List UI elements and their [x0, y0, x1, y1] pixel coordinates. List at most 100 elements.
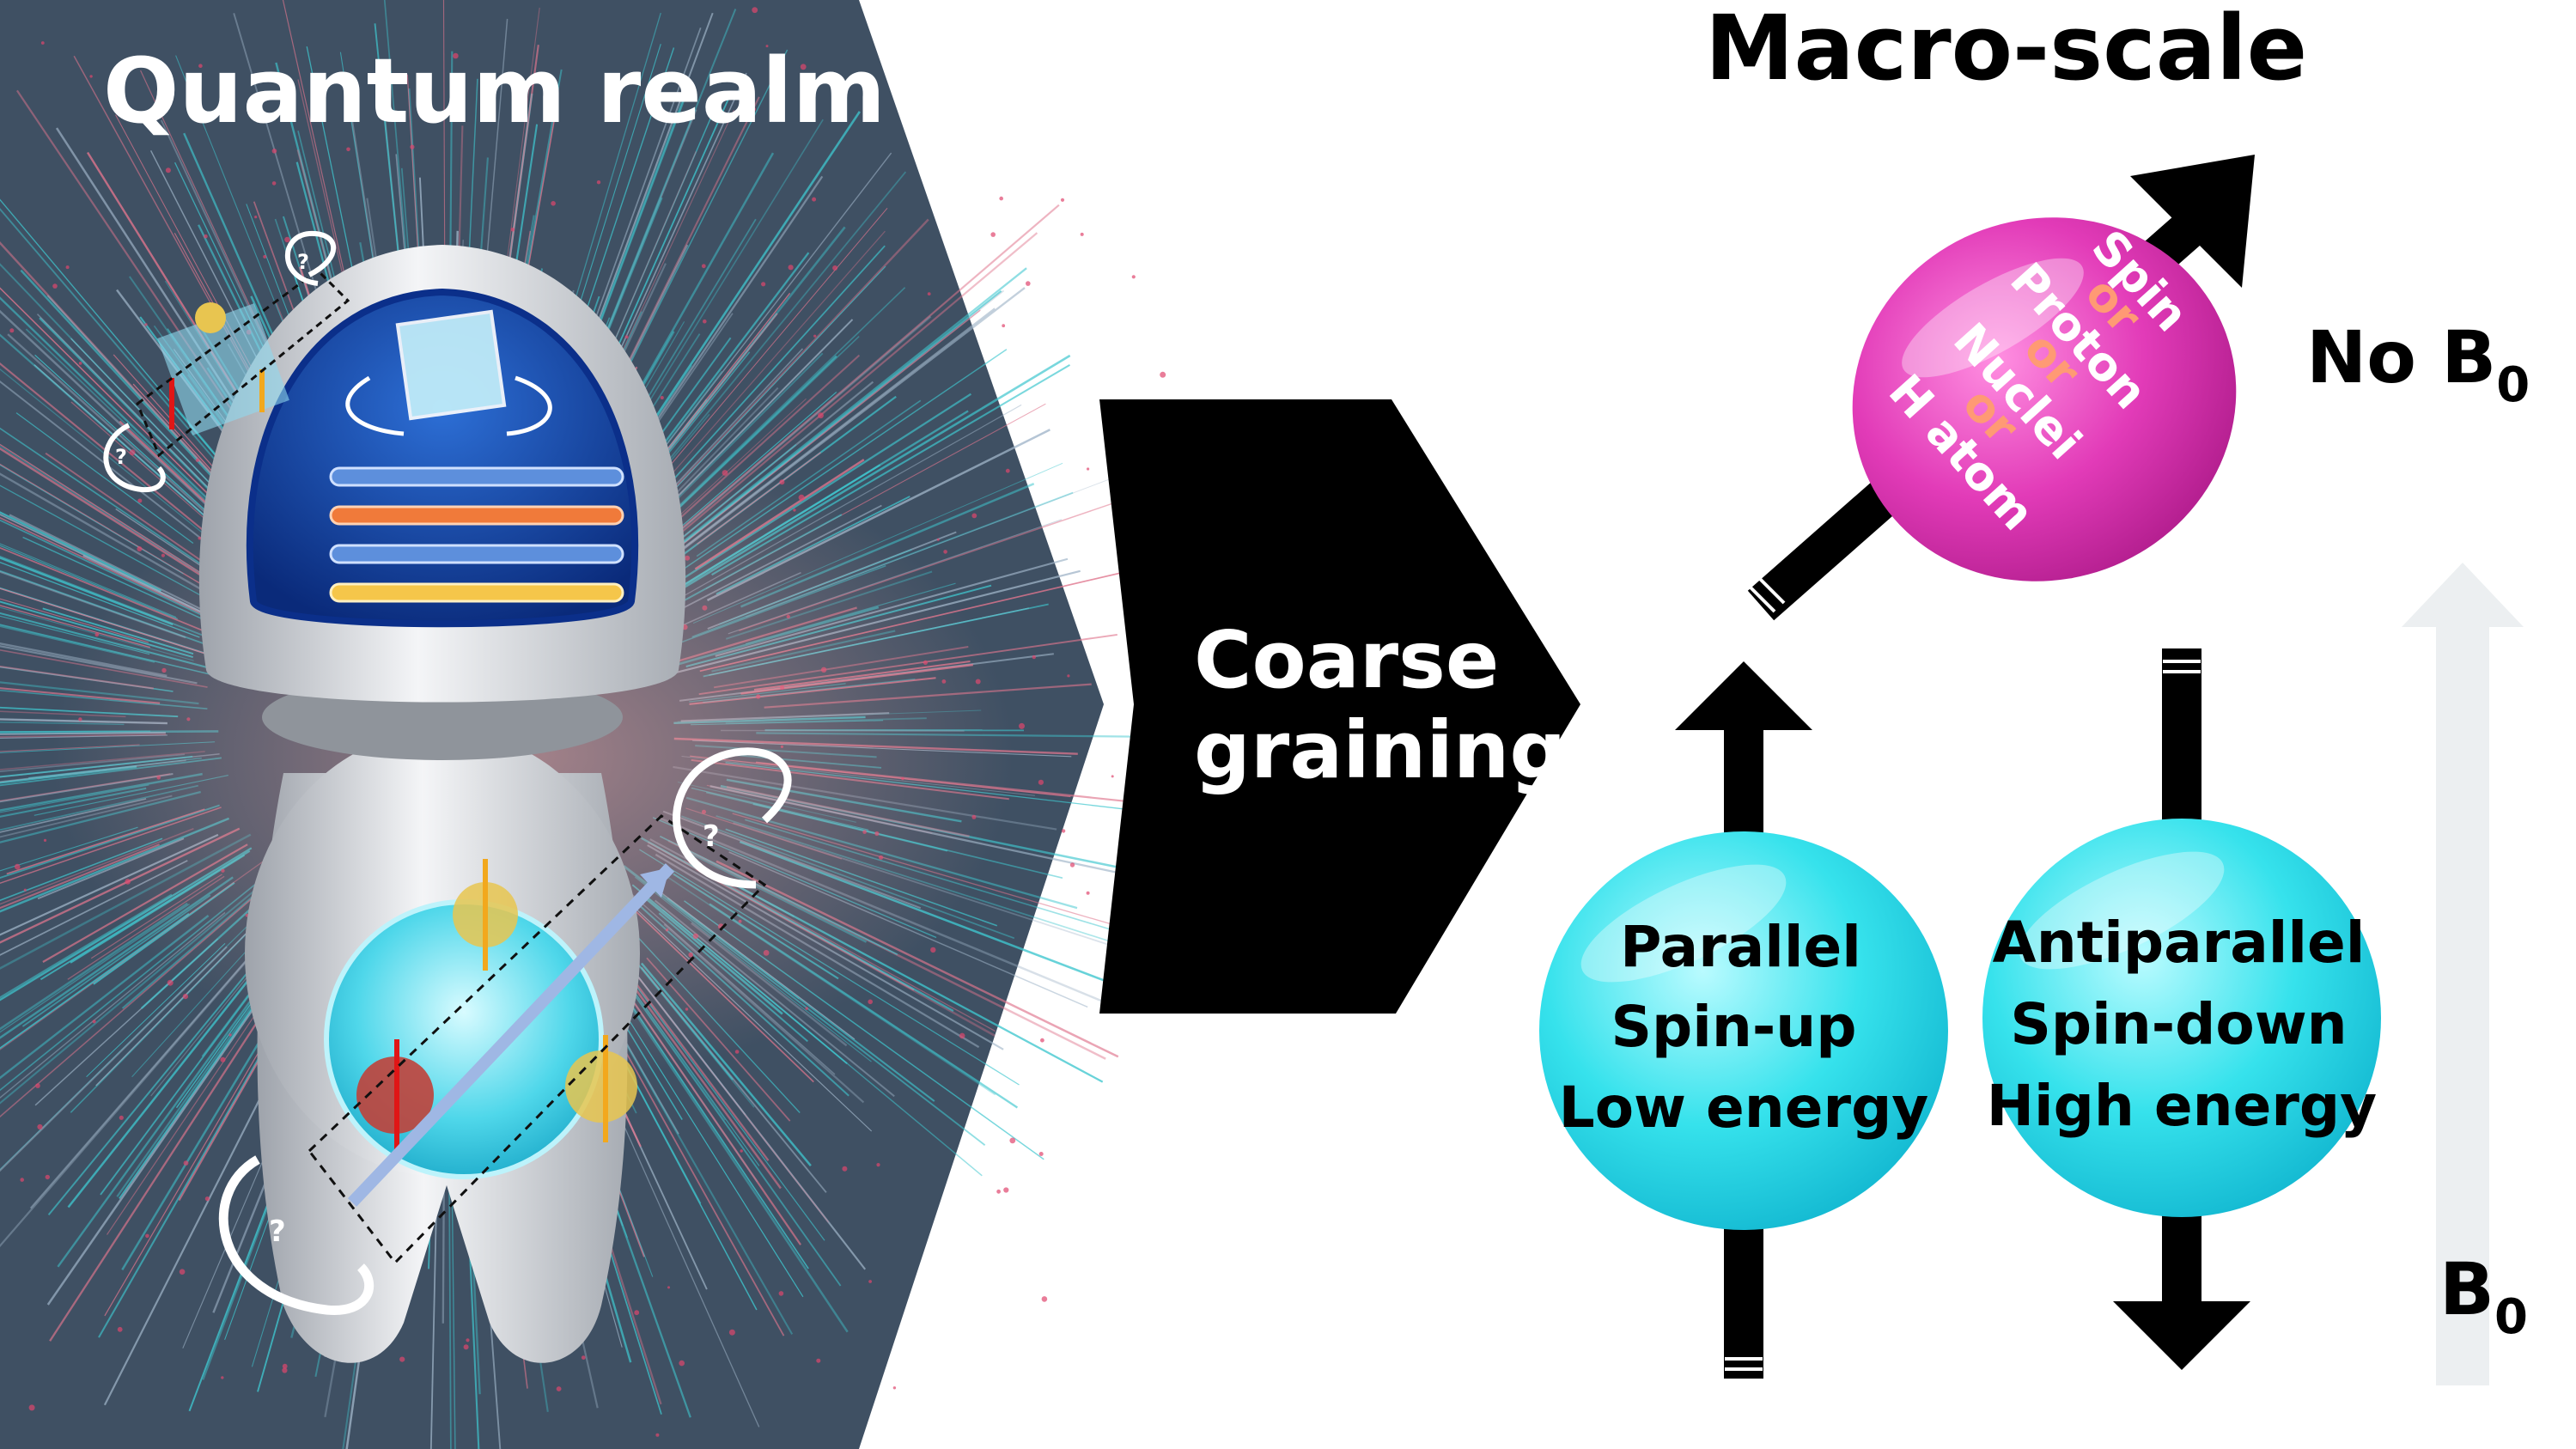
fibre-dot	[35, 1083, 40, 1088]
fibre-dot	[145, 1233, 149, 1239]
fibre-dot	[165, 167, 171, 174]
energy-level-bar	[329, 544, 624, 564]
robot-illustration: ? ? ? ?	[103, 230, 792, 1363]
qubit-axis	[347, 863, 675, 1207]
fibre-dot	[78, 362, 82, 365]
fibre-dot	[842, 1166, 848, 1172]
small-spin-yellow	[195, 302, 226, 333]
spin-up-arrowhead	[1675, 661, 1812, 730]
fibre-dot	[282, 1367, 288, 1373]
fibre-dot	[800, 64, 807, 70]
fibre-strand	[0, 427, 212, 572]
fibre-dot	[1067, 674, 1070, 678]
parallel-label-line2: Spin-up	[1611, 994, 1857, 1060]
fibre-dot	[892, 1386, 897, 1390]
fibre-dot	[92, 1020, 96, 1024]
fibre-dot	[52, 283, 58, 289]
fibre-dot	[752, 107, 756, 112]
fibre-dot	[703, 319, 707, 324]
fibre-strand	[0, 946, 228, 1172]
fibre-dot	[832, 265, 838, 271]
coarse-graining-arrow: Coarse graining	[1099, 399, 1580, 1014]
fibre-dot	[1060, 198, 1065, 202]
fibre-dot	[167, 979, 174, 986]
fibre-dot	[137, 546, 143, 551]
macro-scale-panel: Macro-scale Spin or Proton or Nuclei or …	[1539, 0, 2530, 1385]
fibre-dot	[1009, 1137, 1016, 1144]
parallel-label-line1: Parallel	[1620, 914, 1861, 980]
rotation-loop-icon	[285, 230, 337, 286]
fibre-dot	[927, 292, 931, 295]
rotation-loop-icon	[218, 1155, 374, 1315]
fibre-dot	[679, 1360, 685, 1367]
fibre-dot	[1131, 275, 1136, 279]
fibre-dot	[1160, 371, 1166, 378]
fibre-dot	[728, 1329, 735, 1336]
visor-qubit-cube	[395, 309, 507, 421]
quantum-realm-panel: ? ? ? ? Quantum realm	[0, 0, 1288, 1449]
unknown-state-mark: ?	[269, 1215, 286, 1249]
fibre-dot	[996, 1189, 1001, 1194]
energy-level-bar	[329, 582, 624, 603]
coarse-graining-chevron	[1099, 399, 1580, 1014]
fibre-dot	[765, 45, 769, 48]
fibre-dot	[818, 412, 824, 419]
fibre-strand	[0, 543, 177, 618]
unknown-state-mark: ?	[297, 250, 309, 274]
fibre-dot	[263, 254, 267, 259]
fibre-dot	[65, 265, 70, 270]
fibre-strand	[0, 598, 149, 643]
robot-belly-bubble	[324, 899, 604, 1179]
coarse-graining-label-line2: graining	[1194, 704, 1566, 796]
rotation-loop-icon	[673, 747, 792, 889]
field-arrow-shaft	[2436, 623, 2489, 1385]
fibre-dot	[752, 7, 758, 14]
fibre-dot	[788, 265, 794, 271]
fibre-dot	[990, 232, 996, 237]
fibre-dot	[14, 863, 21, 870]
fibre-dot	[1040, 1038, 1044, 1043]
fibre-dot	[778, 1291, 784, 1296]
unknown-state-mark: ?	[703, 819, 720, 854]
fibre-strand	[0, 362, 204, 531]
fibre-dot	[28, 1404, 35, 1411]
fibre-strand	[0, 380, 208, 545]
belly-spin-yellow	[565, 1050, 637, 1123]
fibre-dot	[1087, 467, 1090, 471]
fibre-dot	[453, 52, 459, 59]
fibre-dot	[581, 1355, 586, 1360]
antiparallel-label-line2: Spin-down	[2010, 991, 2347, 1057]
fibre-strand	[0, 843, 160, 910]
fibre-dot	[1111, 775, 1114, 778]
fibre-strand	[0, 511, 162, 592]
fibre-dot	[254, 216, 258, 219]
fibre-dot	[37, 1123, 43, 1130]
antiparallel-label: Antiparallel Spin-down High energy	[1987, 910, 2385, 1139]
fibre-dot	[660, 396, 664, 399]
unknown-state-mark: ?	[115, 445, 127, 469]
qubit-axis-head	[640, 868, 670, 898]
no-field-label: No B0	[2306, 315, 2530, 413]
fibre-dot	[1061, 829, 1066, 833]
fibre-dot	[1032, 654, 1037, 660]
fibre-dot	[117, 1326, 123, 1332]
fibre-dot	[943, 550, 947, 554]
fibre-dot	[813, 334, 817, 338]
spin-sphere	[1852, 217, 2237, 581]
visor-rotation-arrow	[506, 375, 552, 436]
fibre-dot	[89, 75, 93, 78]
fibre-dot	[1080, 232, 1084, 236]
fibre-dot	[816, 1358, 821, 1363]
energy-level-bar	[329, 466, 624, 487]
fibre-dot	[876, 1163, 880, 1167]
fibre-dot	[23, 888, 27, 892]
fibre-dot	[1038, 779, 1044, 785]
fibre-dot	[1069, 862, 1075, 868]
fibre-dot	[463, 1344, 469, 1350]
fibre-dot	[624, 335, 629, 339]
fibre-strand	[46, 978, 275, 1306]
energy-level-bar	[329, 505, 624, 526]
fibre-dot	[40, 41, 45, 45]
fibre-strand	[0, 287, 225, 511]
